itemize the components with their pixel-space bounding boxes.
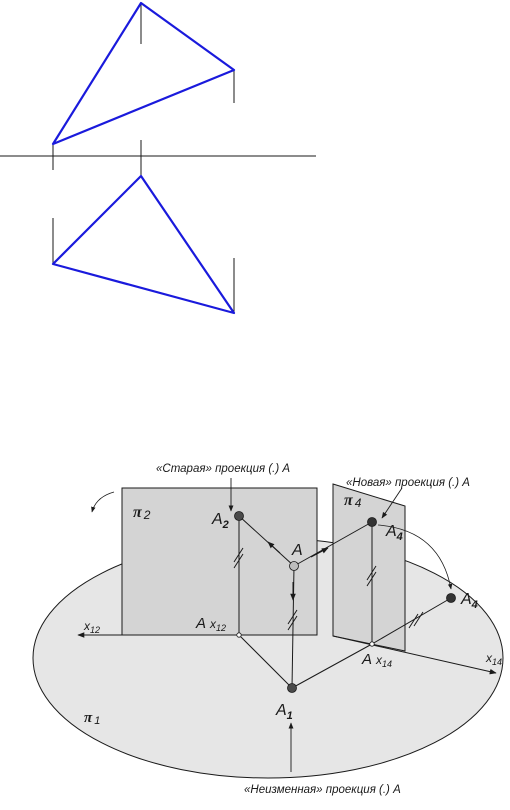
label-A4-plane: A4 bbox=[385, 523, 403, 543]
ray-A-to-A4 bbox=[293, 521, 373, 567]
ray-arrow bbox=[267, 541, 281, 554]
plane-pi2 bbox=[121, 487, 318, 636]
plane-change-diagram: «Старая» проекция (.) А «Новая» проекция… bbox=[32, 463, 504, 796]
label-unchanged-projection: «Неизменная» проекция (.) А bbox=[244, 784, 401, 796]
point-Ax14 bbox=[369, 641, 375, 647]
line-Ax14-A4rot bbox=[371, 597, 452, 645]
line-A1-Ax14 bbox=[291, 643, 373, 689]
callout-arrow-new bbox=[381, 487, 403, 519]
line-Ax12-A1 bbox=[238, 634, 293, 689]
plane-pi4 bbox=[332, 483, 406, 652]
label-A2: A2 bbox=[211, 511, 229, 531]
triangle-projections bbox=[0, 1, 316, 315]
point-A2 bbox=[234, 511, 244, 521]
line-A-A1 bbox=[291, 565, 295, 689]
point-A4-rotated bbox=[446, 593, 456, 603]
label-A4-rotated: A4 bbox=[460, 591, 478, 611]
ray-A-to-A2 bbox=[238, 515, 295, 567]
label-A1: A1 bbox=[275, 702, 293, 722]
label-new-projection: «Новая» проекция (.) А bbox=[346, 477, 470, 489]
triangle-frontal-projection bbox=[51, 1, 236, 146]
label-x14: x14 bbox=[485, 651, 502, 667]
rotation-arrow-A4 bbox=[377, 524, 453, 590]
equal-ticks bbox=[233, 547, 424, 631]
axis-x14 bbox=[332, 635, 497, 675]
point-A bbox=[289, 561, 299, 571]
rotation-arrow-pi2 bbox=[91, 491, 115, 513]
point-A4-plane bbox=[367, 517, 377, 527]
point-A1 bbox=[287, 683, 297, 693]
label-A: A bbox=[291, 542, 303, 559]
label-x12: x12 bbox=[83, 619, 100, 635]
ray-arrow bbox=[310, 547, 329, 558]
label-old-projection: «Старая» проекция (.) А bbox=[156, 463, 290, 475]
triangle-horizontal-projection bbox=[51, 174, 236, 315]
point-Ax12 bbox=[236, 632, 242, 638]
